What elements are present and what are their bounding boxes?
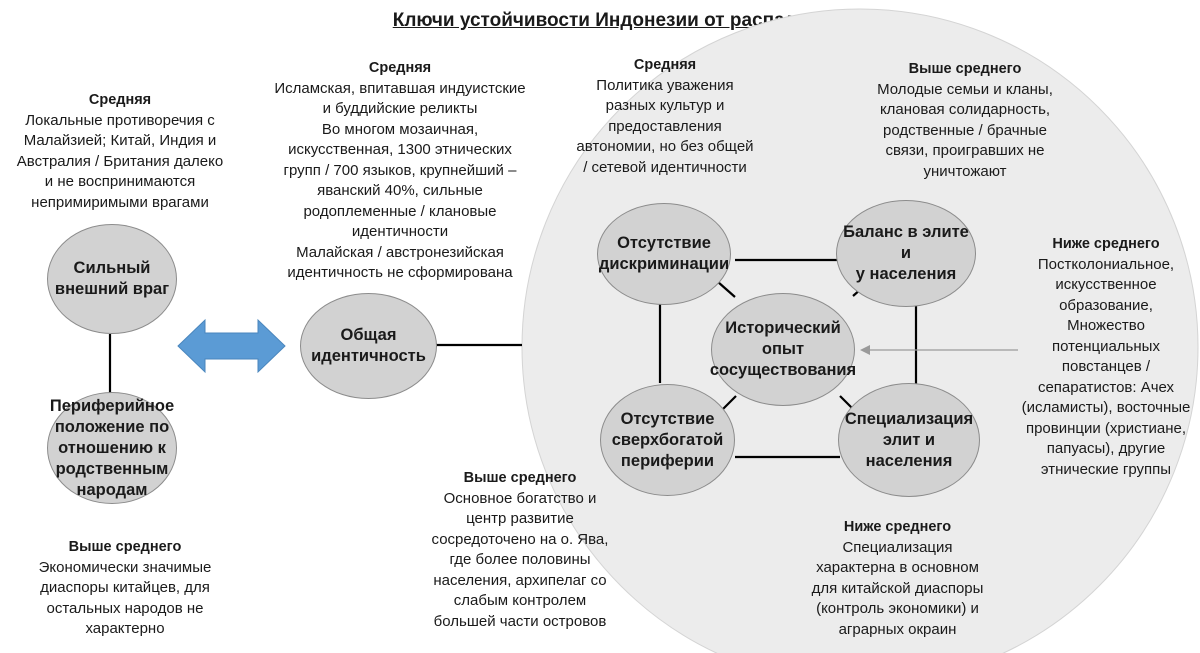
level-label: Ниже среднего [1052,236,1160,252]
pointer-arrowhead [860,345,870,355]
level-label: Выше среднего [463,470,577,486]
level-label: Выше среднего [68,539,182,555]
level-label: Средняя [368,60,432,76]
page-title: Ключи устойчивости Индонезии от распада [392,10,808,31]
level-label: Средняя [88,92,152,108]
note-common-identity: Средняя Исламская, впитавшая индуистские… [255,58,545,284]
note-historical: Ниже среднего Постколониальное,искусстве… [1012,234,1200,480]
link-discrimination-historical [717,281,736,298]
level-label: Ниже среднего [843,519,952,535]
double-arrow-icon [177,318,286,374]
note-balance: Выше среднего Молодые семьи и кланы,клан… [840,59,1090,182]
level-label: Выше среднего [908,61,1022,77]
level-label: Средняя [633,57,697,73]
